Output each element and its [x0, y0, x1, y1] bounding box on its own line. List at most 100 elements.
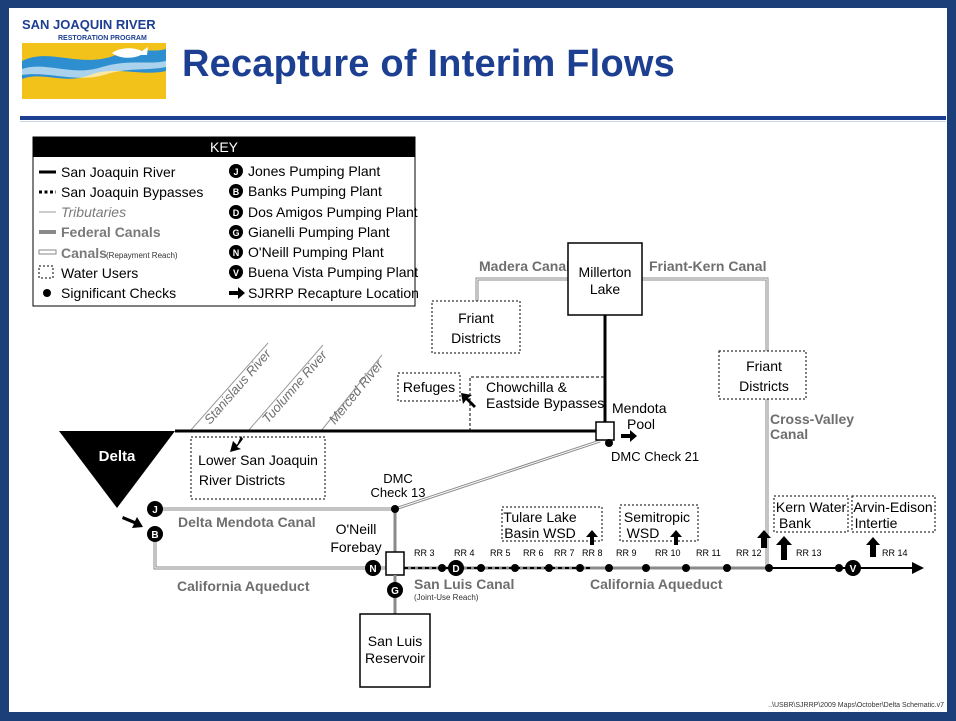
dmc-check21-dot [605, 439, 613, 447]
lower-sj-districts-box [190, 436, 326, 500]
cross-valley-recapture-arrow-icon [757, 530, 771, 548]
dmc-check13-label-1: DMC [383, 471, 413, 486]
key-plant-label: O'Neill Pumping Plant [248, 244, 384, 260]
tulare-lake-box [501, 506, 603, 542]
key-plant-label: Jones Pumping Plant [248, 163, 380, 179]
plant-marker-gianelli: G [387, 582, 403, 598]
plant-marker-dos-amigos: D [448, 560, 464, 576]
footer-file-path: ..\USBR\SJRRP\2009 Maps\October\Delta Sc… [768, 702, 944, 709]
semitropic-recapture-arrow-icon [670, 530, 682, 545]
kern-label-1: Kern Water [776, 499, 847, 515]
key-legend: KEY San Joaquin River San Joaquin Bypass… [32, 136, 419, 307]
reach-label: RR 4 [454, 548, 475, 558]
check-dot [545, 564, 553, 572]
millerton-label-1: Millerton [579, 264, 632, 280]
key-plant-letter: N [233, 248, 240, 258]
plant-marker-letter: J [152, 505, 158, 516]
friant-districts-box-west [431, 300, 521, 354]
check-dot [576, 564, 584, 572]
delta-label: Delta [99, 448, 136, 465]
key-plant-label: Gianelli Pumping Plant [248, 224, 390, 240]
mendota-pool-box [595, 421, 615, 441]
kern-label-2: Bank [779, 515, 812, 531]
key-plant-label: Dos Amigos Pumping Plant [248, 204, 418, 220]
plant-marker-letter: N [369, 564, 376, 575]
friant-east-label-1: Friant [746, 358, 782, 374]
lower-sj-label-1: Lower San Joaquin [198, 452, 318, 468]
page-title: Recapture of Interim Flows [182, 43, 675, 85]
delta-mendota-canal-label: Delta Mendota Canal [178, 514, 316, 530]
oneill-label-1: O'Neill [336, 521, 377, 537]
plant-marker-letter: V [850, 564, 857, 575]
check-dot [765, 564, 773, 572]
san-luis-label-1: San Luis [368, 633, 422, 649]
key-plant-buena-vista: V Buena Vista Pumping Plant [229, 264, 418, 280]
sjrrp-logo: SAN JOAQUIN RIVER RESTORATION PROGRAM [20, 17, 168, 99]
check-dot [511, 564, 519, 572]
check-dot [605, 564, 613, 572]
reach-label: RR 10 [655, 548, 681, 558]
frame-right [947, 0, 956, 721]
key-plant-banks: B Banks Pumping Plant [229, 183, 382, 199]
plant-marker-buena-vista: V [845, 560, 861, 576]
plant-marker-oneill: N [365, 560, 381, 576]
aqueduct-checks [438, 564, 843, 572]
chowchilla-label-2: Eastside Bypasses [486, 395, 604, 411]
millerton-label-2: Lake [590, 281, 621, 297]
madera-canal-label: Madera Canal [479, 258, 570, 274]
plant-marker-jones: J [147, 501, 163, 517]
title-rule-thin [20, 121, 946, 122]
reach-label: RR 12 [736, 548, 762, 558]
california-aqueduct-east-label: California Aqueduct [590, 576, 723, 592]
lower-sj-recapture-arrow-icon [230, 436, 243, 452]
reach-label: RR 14 [882, 548, 908, 558]
check-dot [682, 564, 690, 572]
delta-recapture-arrow-icon [122, 516, 143, 528]
key-label-checks: Significant Checks [61, 285, 176, 301]
dmc-check21-label: DMC Check 21 [611, 449, 699, 464]
key-canal-line [38, 249, 57, 255]
refuges-recapture-arrow-icon [461, 393, 476, 408]
key-plant-label: Banks Pumping Plant [248, 183, 382, 199]
dmc-check13-dot [391, 505, 399, 513]
check-dot [477, 564, 485, 572]
key-label-federal: Federal Canals [61, 224, 161, 240]
friant-east-label-2: Districts [739, 378, 789, 394]
millerton-lake-box [567, 242, 643, 316]
arvin-label-2: Intertie [855, 515, 898, 531]
arvin-recapture-arrow-icon [866, 537, 880, 557]
cross-valley-label-2: Canal [770, 426, 808, 442]
arvin-edison-box [851, 495, 936, 533]
friant-west-label-2: Districts [451, 330, 501, 346]
semitropic-label-1: Semitropic [624, 509, 690, 525]
frame-bottom [0, 712, 956, 721]
recapture-arrow-icon [229, 287, 245, 299]
key-plant-jones: J Jones Pumping Plant [229, 163, 380, 179]
key-heading: KEY [210, 139, 239, 155]
key-plant-oneill: N O'Neill Pumping Plant [229, 244, 384, 260]
reach-label: RR 13 [796, 548, 822, 558]
reach-label: RR 11 [696, 548, 721, 558]
tulare-label-2: Basin WSD [504, 525, 576, 541]
key-plant-label: Buena Vista Pumping Plant [248, 264, 418, 280]
semitropic-label-2: WSD [627, 525, 660, 541]
plant-marker-letter: D [452, 564, 459, 575]
lower-sj-label-2: River Districts [199, 472, 285, 488]
stanislaus-river-line [189, 342, 269, 432]
semitropic-box [619, 504, 699, 542]
key-plant-letter: D [233, 208, 240, 218]
california-aqueduct-west-label: California Aqueduct [177, 578, 310, 594]
mendota-recapture-arrow-icon [621, 430, 637, 442]
key-check-dot [43, 289, 51, 297]
merced-river-line [320, 354, 383, 432]
refuges-label: Refuges [403, 379, 455, 395]
friant-kern-canal-label: Friant-Kern Canal [649, 258, 766, 274]
reach-label: RR 6 [523, 548, 544, 558]
reach-label: RR 3 [414, 548, 435, 558]
key-label-river: San Joaquin River [61, 164, 176, 180]
mendota-label-2: Pool [627, 416, 655, 432]
mendota-label-1: Mendota [612, 400, 667, 416]
frame-left [0, 0, 9, 721]
key-recapture: SJRRP Recapture Location [229, 285, 419, 301]
